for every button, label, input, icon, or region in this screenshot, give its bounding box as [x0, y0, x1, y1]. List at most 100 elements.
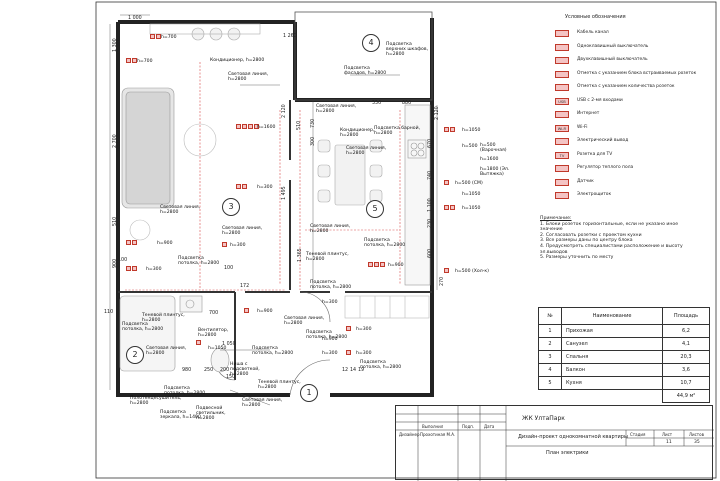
legend-text: Двухклавишный выключатель: [577, 57, 648, 62]
kitchen-counter: [404, 104, 431, 286]
legend-symbol-icon: [555, 138, 569, 145]
legend-item: Отметка с указанием количества розеток: [555, 84, 715, 96]
legend-text: Электрический вывод: [577, 138, 629, 143]
legend-symbol-icon: [555, 111, 569, 118]
table-cell: 3: [538, 350, 562, 364]
plan-label: Полотенцесушитель, h=2800: [130, 396, 182, 406]
plan-label: Световая линия, h=2800: [316, 104, 357, 114]
plan-label: Подсветка потолка, h=2800: [306, 330, 348, 340]
dim-label: 600: [428, 248, 433, 258]
table-chairs: [149, 23, 261, 41]
room-number-4: 4: [362, 34, 380, 52]
sheet-frame: [95, 1, 717, 479]
plan-label: h=900: [388, 263, 404, 268]
dim-label: 670: [428, 138, 433, 148]
socket-block: [150, 34, 161, 39]
wardrobe: [344, 295, 430, 319]
plan-label: h=1050: [462, 192, 481, 197]
plan-label: Подсветка потолка, h=2800: [164, 386, 206, 396]
decor: [129, 123, 217, 241]
note-line: 2. Согласовать розетки с проектом кухни: [540, 232, 642, 238]
plan-label: Теневой плинтус, h=2800: [258, 380, 301, 390]
plan-label: Световая линия, h=2800: [228, 72, 269, 82]
table-cell: 5: [538, 376, 562, 390]
table-header: Площадь: [662, 307, 710, 325]
title-col-sign: Подп.: [462, 424, 475, 429]
table-cell: 4,1: [662, 337, 710, 351]
socket-block: [444, 205, 455, 210]
legend-symbol-icon: [555, 192, 569, 199]
plan-label: h=900: [257, 309, 273, 314]
dim-label: 700: [209, 311, 219, 316]
legend-title: Условные обозначения: [565, 14, 626, 20]
dim-label: 110: [104, 310, 114, 315]
plan-label: h=700: [137, 59, 153, 64]
room-number-5: 5: [366, 200, 384, 218]
table-total-row: 44,9 м²: [539, 389, 710, 403]
dim-label: 730: [311, 118, 316, 128]
plan-label: Подсветка потолка, h=2800: [252, 346, 294, 356]
plan-label: Теневой плинтус, h=2800: [142, 313, 185, 323]
plan-label: Подсветка барной, h=2800: [374, 126, 421, 136]
table-cell: Кухня: [561, 376, 663, 390]
plan-label: Световая линия, h=2800: [146, 346, 187, 356]
plan-label: Подсветка потолка, h=2800: [178, 256, 220, 266]
title-sheet-label: Лист: [662, 432, 673, 437]
legend-item: Wi-Fi Wi-Fi: [555, 124, 715, 137]
dim-label: 740: [428, 170, 433, 180]
plan-label: Вентилятор, h=2800: [198, 328, 229, 338]
dim-label: 1 000: [128, 16, 142, 21]
table-total: 44,9 м²: [662, 389, 710, 403]
legend-item: Отметка с указанием блока встраиваемых р…: [555, 70, 715, 83]
title-sheet-number: 11: [666, 440, 672, 445]
socket-block: [126, 58, 137, 63]
legend-symbol-icon: [555, 165, 569, 172]
note-line: 3. Все размеры даны по центру блока: [540, 238, 633, 244]
dim-label: 250: [204, 368, 214, 373]
legend-symbol-icon: [555, 178, 569, 186]
socket-block: [126, 266, 137, 271]
legend-item: Электрощиток: [555, 192, 715, 204]
table-cell: 1: [538, 324, 562, 338]
light-lines: [125, 62, 401, 291]
plan-label: Подсветка верхних шкафов, h=2800: [386, 42, 429, 57]
table-cell: Прихожая: [561, 324, 663, 338]
room-number-3: 3: [222, 198, 240, 216]
dim-label: 1 365: [298, 248, 303, 262]
legend-item: Одноклавишный выключатель: [555, 43, 715, 56]
table-cell: Спальня: [561, 350, 663, 364]
plan-label: h=300: [356, 327, 372, 332]
socket-block: [346, 326, 351, 331]
plan-label: h=300: [356, 351, 372, 356]
plan-label: Подсветка потолка, h=2800: [364, 238, 406, 248]
plan-label: Световая линия, h=2800: [346, 146, 387, 156]
title-author: Прохотиная М.А.: [420, 432, 456, 437]
legend-item: Кабель канал: [555, 30, 715, 42]
socket-block: [444, 180, 449, 185]
notes: Примечание: 1. Блоки розеток горизонталь…: [540, 216, 700, 261]
legend-text: Отметка с указанием блока встраиваемых р…: [577, 70, 697, 76]
plan-label: h=300: [146, 267, 162, 272]
dim-label: 510: [113, 216, 118, 226]
plan-label: h=1600: [257, 125, 276, 130]
dim-label: 12: [342, 368, 349, 373]
legend-text: Wi-Fi: [577, 124, 588, 130]
dim-label: 172: [240, 284, 250, 289]
dim-label: 1 100: [428, 198, 433, 212]
note-line: 1. Блоки розеток горизонтальные, если не…: [540, 221, 679, 233]
legend-symbol-icon: Wi-Fi: [555, 124, 569, 132]
legend-text: Отметка с указанием количества розеток: [577, 84, 675, 89]
plan-label: h=1600: [480, 157, 499, 162]
dim-label: 230: [428, 218, 433, 228]
note-line: 5. Размеры уточнить по месту: [540, 255, 614, 261]
plan-label: h=900: [322, 337, 338, 342]
socket-block: [236, 184, 247, 189]
title-col-date: Дата: [484, 424, 495, 429]
plan-label: Световая линия, h=2800: [222, 226, 263, 236]
legend-item: Датчик: [555, 178, 715, 191]
plan-label: h=1050: [462, 128, 481, 133]
